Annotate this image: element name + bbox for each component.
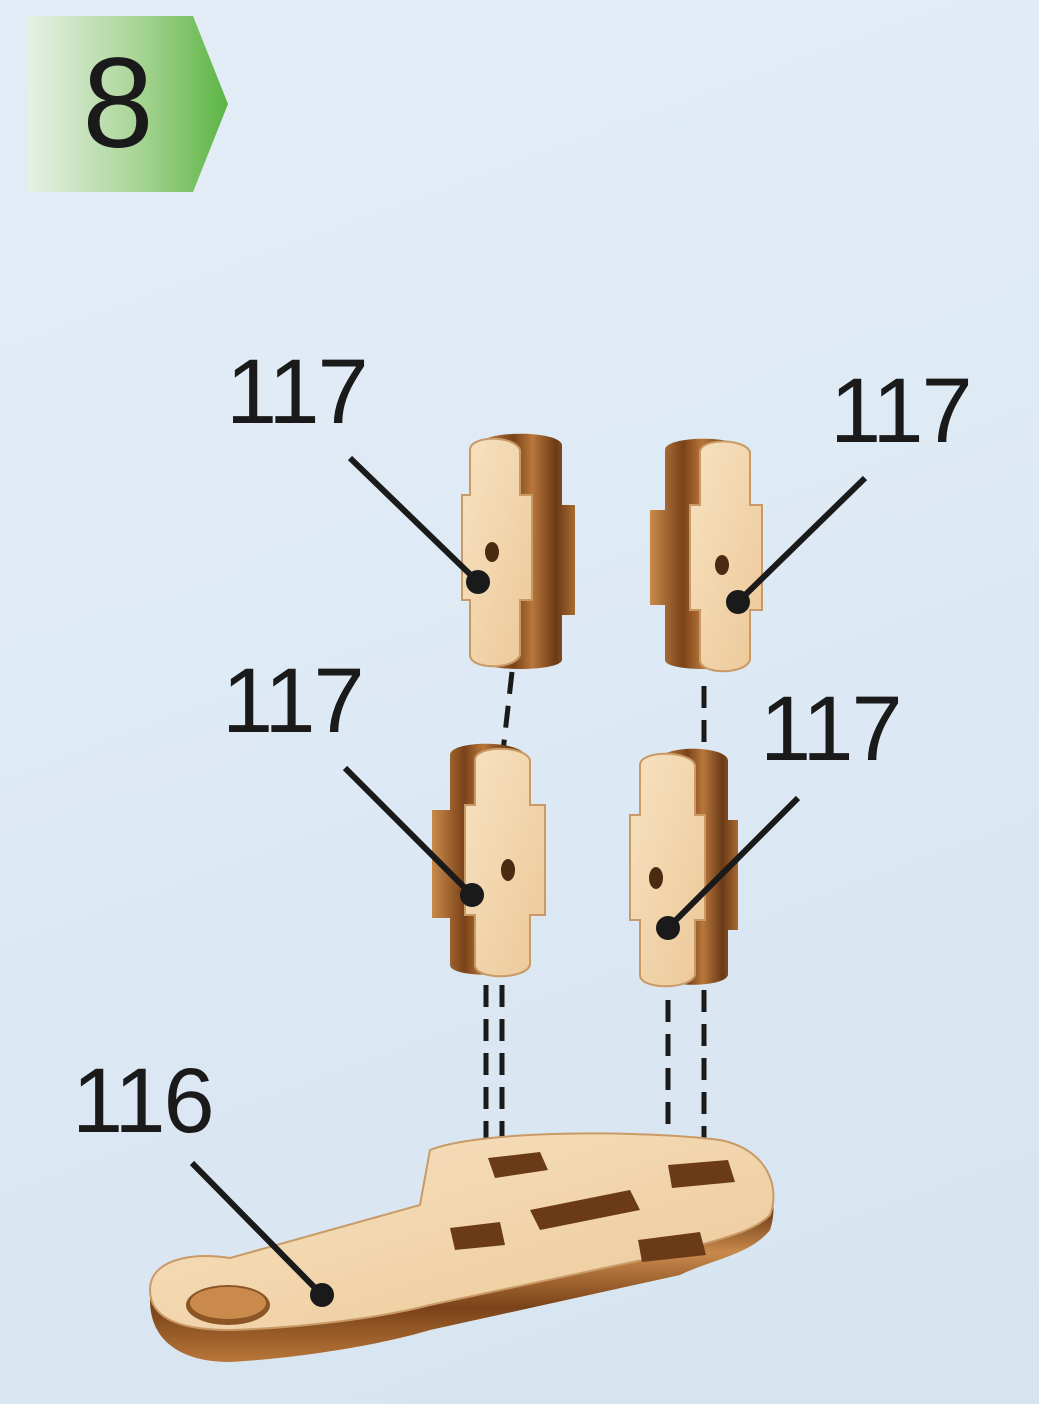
step-badge: 8: [28, 16, 228, 192]
part-label-117-top-left: 117: [226, 341, 369, 443]
leader-dot-1: [466, 570, 490, 594]
part-117-bottom-right: [629, 748, 738, 988]
part-116-base: [148, 1132, 775, 1362]
part-label-117-top-right: 117: [830, 360, 973, 462]
step-number: 8: [82, 32, 154, 175]
part-117-top-left: [461, 433, 575, 669]
leader-dot-3: [460, 883, 484, 907]
leader-line-1: [347, 455, 481, 585]
part-117-top-right: [650, 438, 763, 673]
leader-dot-4: [656, 916, 680, 940]
leader-lines: [189, 455, 868, 1307]
part-label-117-bottom-left: 117: [222, 650, 365, 752]
leader-dot-5: [310, 1283, 334, 1307]
leader-line-5: [189, 1160, 325, 1298]
leader-line-4: [665, 795, 801, 931]
part-117-bottom-left: [432, 743, 546, 978]
leader-dot-2: [726, 590, 750, 614]
part-label-117-bottom-right: 117: [760, 678, 903, 780]
step-badge-shape: [28, 16, 228, 192]
part-label-116: 116: [72, 1050, 215, 1152]
leader-line-3: [342, 765, 475, 898]
leader-line-2: [735, 475, 868, 605]
